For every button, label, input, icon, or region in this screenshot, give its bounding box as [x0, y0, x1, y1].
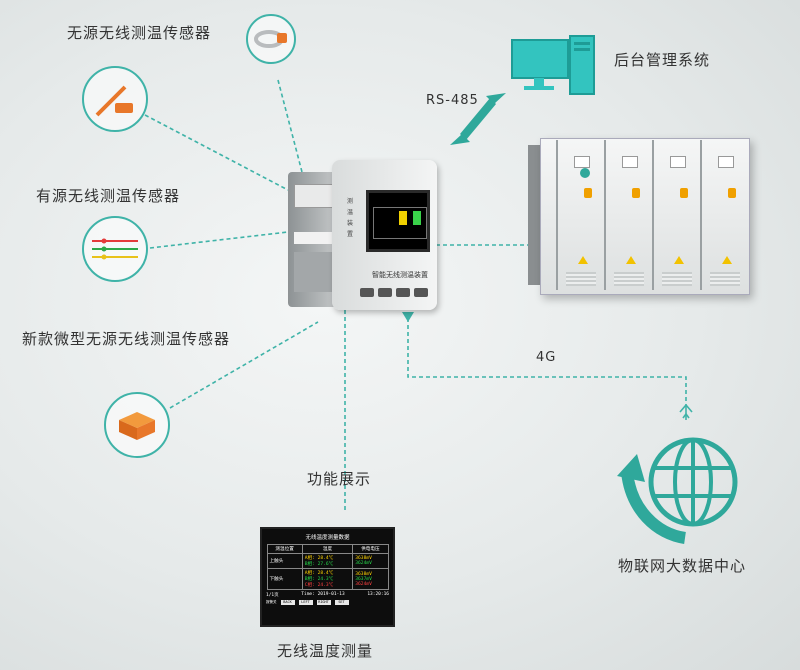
link-4g	[407, 318, 687, 405]
passive-sensor-circle	[246, 14, 296, 64]
screen-header: 供电电压	[352, 544, 389, 554]
table-row: 下触头 A相: 28.4℃ B相: 24.3℃ C相: 24.3℃ 3638mV…	[266, 568, 389, 590]
micro-sensor-icon	[119, 412, 155, 440]
globe-icon	[617, 437, 738, 544]
passive-sensor-label: 无源无线测温传感器	[67, 24, 212, 42]
orange-sensor-circle	[82, 66, 148, 132]
alarm-label: 报警关	[266, 600, 277, 604]
iot-center-label: 物联网大数据中心	[618, 557, 747, 575]
table-row: 上触头 A相: 28.4℃ B相: 27.6℃ 3638mV 3624mV	[266, 553, 389, 569]
active-sensor-label: 有源无线测温传感器	[36, 187, 181, 205]
screen-table: 测温位置 温度 供电电压 上触头 A相: 28.4℃ B相: 27.6℃ 363…	[266, 544, 389, 590]
link-active-sensor	[149, 231, 289, 249]
cabinet-side	[528, 145, 542, 285]
screen-button-set[interactable]: SET	[334, 600, 349, 605]
device-button-back[interactable]	[360, 288, 374, 297]
screen-button-back[interactable]: BACK	[280, 600, 295, 605]
device-button-right[interactable]	[396, 288, 410, 297]
screen-header: 温度	[301, 544, 354, 554]
cabinet-column-1	[556, 140, 604, 290]
backend-label: 后台管理系统	[614, 51, 711, 69]
wireless-temp-label: 无线温度测量	[277, 642, 374, 660]
device-name: 智能无线测温装置	[372, 271, 428, 279]
active-sensor-circle	[82, 216, 148, 282]
device-button-set[interactable]	[414, 288, 428, 297]
screen-buttons: 报警关 BACK LEFT RIGHT SET	[262, 598, 393, 605]
ring-sensor-icon	[254, 30, 287, 48]
screen-display: 无线温度测量数据 测温位置 温度 供电电压 上触头 A相: 28.4℃ B相: …	[260, 527, 395, 627]
function-display-label: 功能展示	[307, 470, 372, 488]
cable-sensor-icon	[92, 238, 138, 260]
screen-button-right[interactable]: RIGHT	[316, 600, 331, 605]
rs485-label: RS-485	[426, 93, 479, 108]
down-arrow-icon	[402, 312, 414, 322]
4g-arrow-icon	[679, 403, 693, 420]
device-side-module	[288, 172, 338, 307]
micro-sensor-circle	[104, 392, 170, 458]
bidirectional-arrow-icon	[450, 93, 506, 145]
screen-page: 1/1页	[266, 593, 279, 598]
strap-sensor-icon	[95, 85, 133, 117]
cabinet-column-2	[604, 140, 652, 290]
screen-time: 13:20:16	[367, 592, 389, 597]
link-micro-sensor	[169, 321, 319, 409]
device-side-text: 测温装置	[347, 198, 354, 238]
link-passive-sensor	[277, 79, 303, 173]
cabinet-column-4	[700, 140, 748, 290]
screen-position: 下触头	[266, 568, 303, 590]
cabinet-column-3	[652, 140, 700, 290]
device-lcd	[366, 190, 430, 252]
link-orange-sensor	[144, 114, 289, 191]
cabinet-sensor-dot	[580, 168, 590, 178]
screen-title: 无线温度测量数据	[305, 535, 350, 541]
screen-date: 2019-01-13	[317, 592, 345, 597]
screen-button-left[interactable]: LEFT	[298, 600, 313, 605]
screen-header: 测温位置	[266, 544, 303, 554]
4g-label: 4G	[536, 350, 557, 365]
device-button-left[interactable]	[378, 288, 392, 297]
screen-position: 上触头	[266, 553, 303, 569]
screen-footer: 1/1页 Time: 2019-01-13 13:20:16	[266, 592, 389, 598]
micro-sensor-label: 新款微型无源无线测温传感器	[22, 330, 231, 348]
computer-icon	[511, 35, 595, 95]
